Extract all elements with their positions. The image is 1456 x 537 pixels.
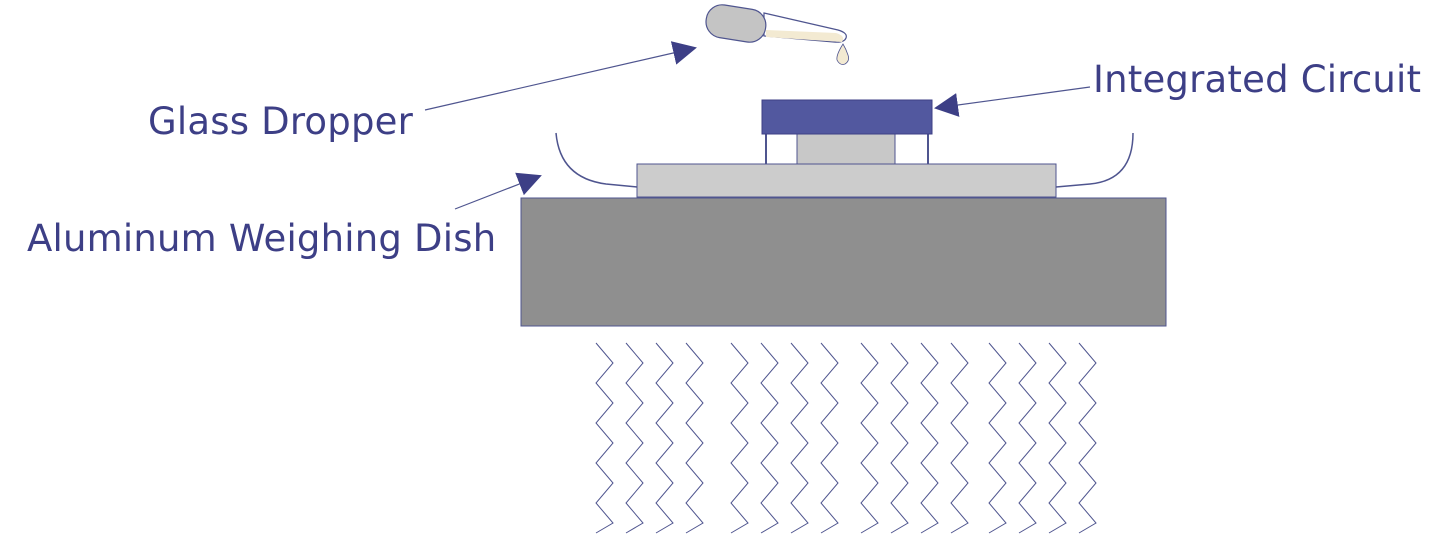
aluminum-weighing-dish-label: Aluminum Weighing Dish [27, 217, 497, 260]
liquid-drop [836, 43, 849, 65]
heat-wave-line [760, 342, 779, 534]
heat-wave-line [920, 342, 939, 534]
heat-wave-line [890, 342, 909, 534]
glass-dropper-icon [705, 4, 849, 65]
heat-wave-line [595, 342, 614, 534]
heat-wave-line [790, 342, 809, 534]
dish-rim-left [555, 132, 638, 188]
heat-wave-line [655, 342, 674, 534]
integrated-circuit-label: Integrated Circuit [1093, 58, 1422, 101]
aluminum-weighing-dish-base [636, 163, 1057, 198]
heat-waves [595, 342, 1097, 534]
dropper-liquid [766, 30, 844, 42]
heat-wave-line [730, 342, 749, 534]
glass-dropper-label: Glass Dropper [148, 100, 414, 143]
heat-wave-line [820, 342, 839, 534]
heat-wave-line [685, 342, 704, 534]
aluminum-dish-arrow [454, 172, 542, 210]
integrated-circuit-arrow [934, 86, 1091, 117]
heat-wave-line [860, 342, 879, 534]
dish-rim-right [1055, 132, 1134, 188]
heat-wave-line [1048, 342, 1067, 534]
dropper-bulb [705, 4, 767, 43]
integrated-circuit-package [761, 99, 933, 135]
die [796, 132, 896, 165]
heat-wave-line [988, 342, 1007, 534]
heat-wave-line [625, 342, 644, 534]
hot-plate [520, 197, 1167, 327]
glass-dropper-arrow [424, 41, 697, 111]
heat-wave-line [950, 342, 969, 534]
heat-wave-line [1078, 342, 1097, 534]
heat-wave-line [1018, 342, 1037, 534]
